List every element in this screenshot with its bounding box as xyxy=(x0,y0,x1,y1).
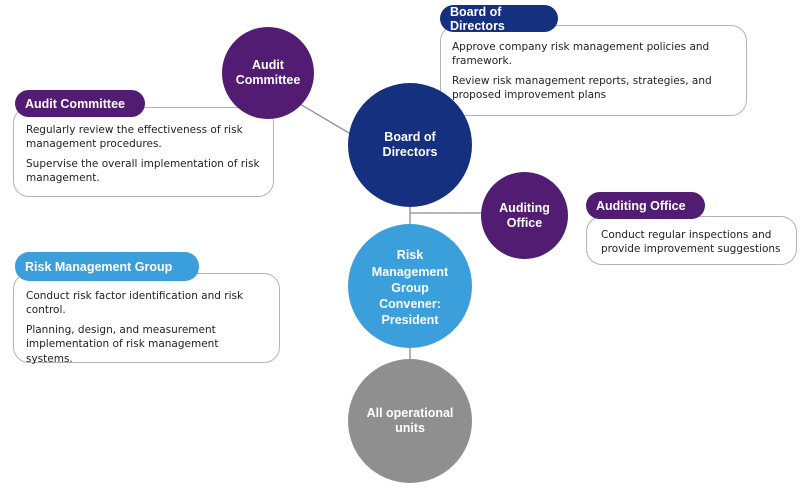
auditing-office-card: Conduct regular inspections and provide … xyxy=(586,216,797,265)
connector-audit-to-board xyxy=(299,103,355,137)
card-item: Conduct regular inspections and provide … xyxy=(601,229,781,256)
audit-committee-card-title: Audit Committee xyxy=(15,90,145,117)
risk-management-group-node: Risk Management Group Convener: Presiden… xyxy=(348,224,472,348)
risk-management-group-card: Conduct risk factor identification and r… xyxy=(13,273,280,365)
card-item: Supervise the overall implementation of … xyxy=(26,157,260,185)
operational-units-node: All operational units xyxy=(348,359,472,483)
auditing-office-node: Auditing Office xyxy=(481,172,568,259)
card-item: Planning, design, and measurement implem… xyxy=(26,323,219,365)
risk-management-group-card-title: Risk Management Group xyxy=(15,252,199,281)
card-item: Regularly review the effectiveness of ri… xyxy=(26,124,243,151)
auditing-office-card-title: Auditing Office xyxy=(586,192,705,219)
board-of-directors-card-title: Board of Directors xyxy=(440,5,558,33)
board-of-directors-node: Board of Directors xyxy=(348,83,472,207)
audit-committee-node: Audit Committee xyxy=(222,27,314,119)
card-item: Approve company risk management policies… xyxy=(452,41,710,68)
card-item: Conduct risk factor identification and r… xyxy=(26,290,244,317)
card-item: Review risk management reports, strategi… xyxy=(452,74,712,102)
audit-committee-card: Regularly review the effectiveness of ri… xyxy=(13,107,274,197)
board-of-directors-card: Approve company risk management policies… xyxy=(440,25,747,116)
